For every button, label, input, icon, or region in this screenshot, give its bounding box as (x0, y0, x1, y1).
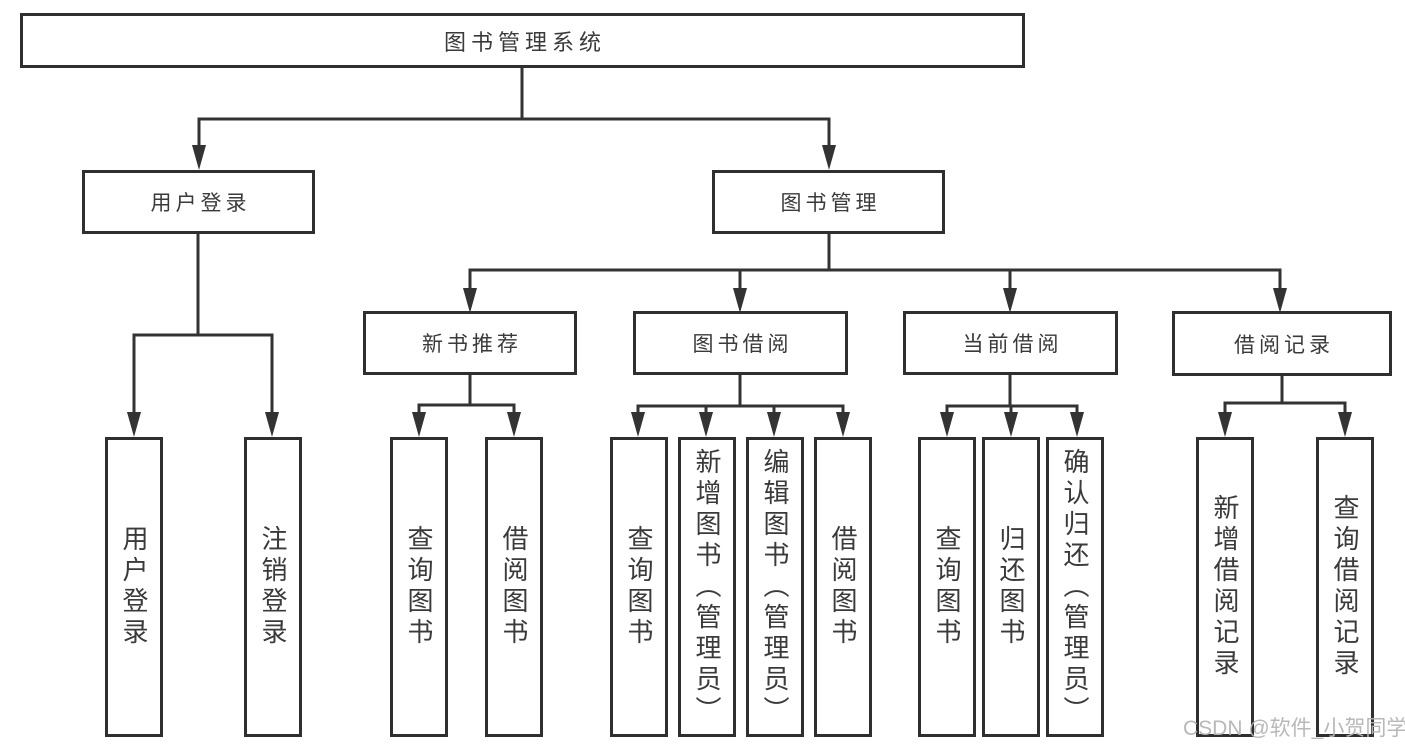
arrowheads (127, 145, 1352, 437)
node-new-book-recommend-label: 新书推荐 (422, 333, 522, 356)
leaf-logout-label: 注销登录 (258, 525, 288, 649)
leaf-borrow-books-label: 借阅图书 (828, 525, 858, 649)
edge-current-borrow-to-leaves (945, 373, 1079, 415)
leaf-query-books-current: 查询图书 (918, 437, 976, 737)
node-book-borrow-label: 图书借阅 (692, 333, 793, 356)
leaf-add-book-admin-label: 新增图书（管理员） (692, 447, 722, 727)
csdn-watermark: CSDN @软件_小贺同学 (1183, 717, 1405, 740)
node-user-login: 用户登录 (82, 170, 315, 234)
node-borrow-records: 借阅记录 (1172, 311, 1392, 376)
node-root-library-system: 图书管理系统 (20, 13, 1025, 68)
leaf-query-books-borrow: 查询图书 (610, 437, 668, 737)
edge-new-book-rec-to-leaves (417, 373, 516, 415)
leaf-query-books-borrow-label: 查询图书 (624, 525, 654, 649)
node-current-borrow: 当前借阅 (903, 311, 1118, 375)
edge-user-login-to-leaves (132, 232, 274, 415)
leaf-add-borrow-record-label: 新增借阅记录 (1210, 494, 1240, 680)
node-book-management: 图书管理 (712, 170, 945, 234)
leaf-confirm-return-admin-label: 确认归还（管理员） (1060, 447, 1090, 727)
node-current-borrow-label: 当前借阅 (962, 333, 1063, 356)
node-new-book-recommend: 新书推荐 (363, 311, 577, 375)
leaf-edit-book-admin: 编辑图书（管理员） (746, 437, 804, 737)
leaf-confirm-return-admin: 确认归还（管理员） (1046, 437, 1104, 737)
leaf-return-book-label: 归还图书 (996, 525, 1026, 649)
leaf-borrow-books: 借阅图书 (814, 437, 872, 737)
edge-root-to-level2 (197, 65, 831, 148)
edge-borrow-records-to-leaves (1223, 373, 1347, 415)
leaf-query-borrow-record: 查询借阅记录 (1316, 437, 1374, 737)
leaf-user-login-label: 用户登录 (119, 525, 149, 649)
leaf-edit-book-admin-label: 编辑图书（管理员） (760, 447, 790, 727)
node-user-login-label: 用户登录 (150, 192, 251, 215)
leaf-query-books-recommend: 查询图书 (390, 437, 448, 737)
leaf-query-borrow-record-label: 查询借阅记录 (1330, 494, 1360, 680)
edge-book-mgmt-to-level3 (468, 231, 1282, 291)
node-book-borrow: 图书借阅 (633, 311, 848, 375)
leaf-add-book-admin: 新增图书（管理员） (678, 437, 736, 737)
leaf-query-books-current-label: 查询图书 (932, 525, 962, 649)
leaf-user-login: 用户登录 (105, 437, 163, 737)
leaf-add-borrow-record: 新增借阅记录 (1196, 437, 1254, 737)
edge-book-borrow-to-leaves (636, 373, 845, 415)
leaf-query-books-recommend-label: 查询图书 (404, 525, 434, 649)
node-book-management-label: 图书管理 (780, 192, 881, 215)
leaf-logout: 注销登录 (244, 437, 302, 737)
leaf-borrow-books-recommend-label: 借阅图书 (499, 525, 529, 649)
leaf-borrow-books-recommend: 借阅图书 (485, 437, 543, 737)
node-root-label: 图书管理系统 (443, 29, 606, 55)
leaf-return-book: 归还图书 (982, 437, 1040, 737)
node-borrow-records-label: 借阅记录 (1234, 333, 1334, 357)
